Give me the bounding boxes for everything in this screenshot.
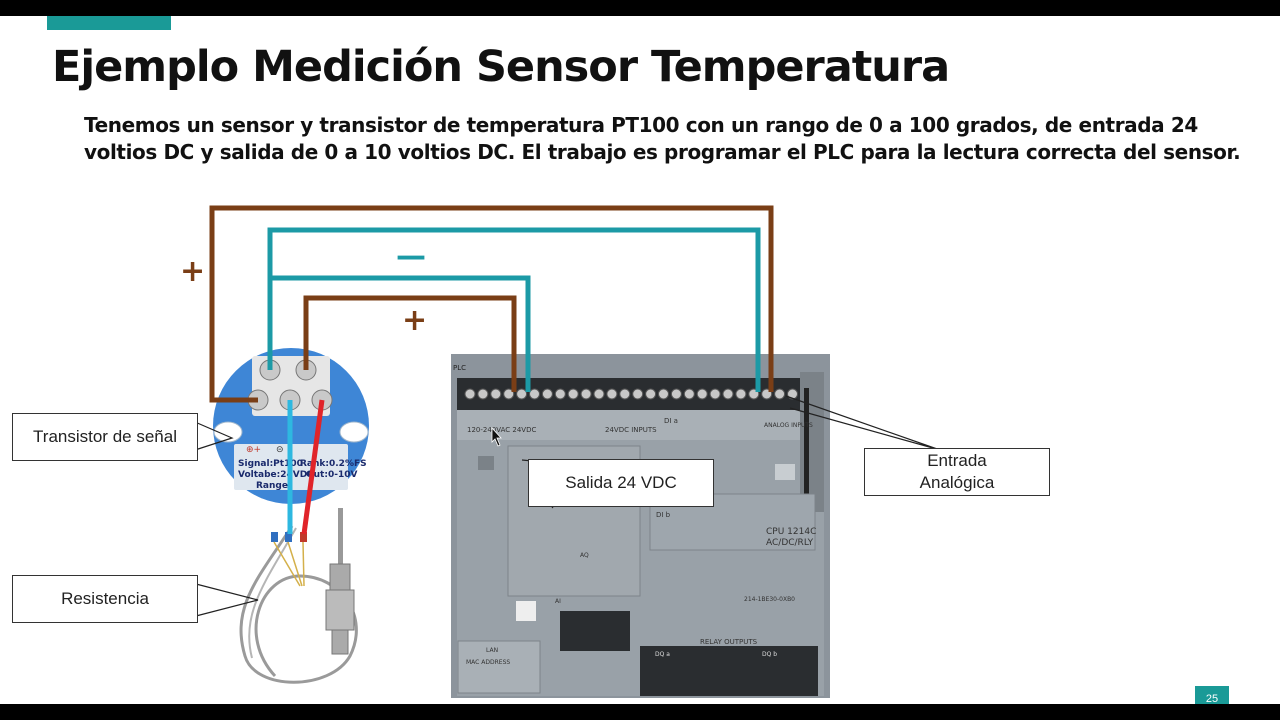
plc-label-inputs: 24VDC INPUTS (605, 426, 657, 434)
plc-label-mac: MAC ADDRESS (466, 659, 510, 666)
probe-wire-red (301, 399, 325, 535)
plc-label-cpu: CPU 1214C (766, 527, 816, 537)
transmitter-module: ⊕+ ⊝ Signal:Pt100 Voltabe:24VDC Range: R… (213, 348, 369, 504)
transmitter-terminal-minus: ⊝ (276, 445, 284, 455)
plc-screw-terminal (735, 388, 747, 400)
plc-screw-terminal (696, 388, 708, 400)
plc-label-dq-b: DQ b (762, 651, 777, 658)
page-number: 25 (1195, 686, 1229, 704)
plc-screw-terminal (722, 388, 734, 400)
transmitter-output-text: Out:0-10V (306, 470, 357, 480)
plc-screw-terminal (606, 388, 618, 400)
pt100-probe (239, 508, 358, 684)
plc-screw-terminal (632, 388, 644, 400)
callout-transmitter-text: Transistor de señal (33, 427, 177, 446)
wire-teal-outer (267, 227, 761, 392)
plc-screw-terminal (683, 388, 695, 400)
plc-label-di-a: DI a (664, 417, 678, 425)
plc-screw-terminal (541, 388, 553, 400)
plc-screw-terminal (503, 388, 515, 400)
plc-screw-terminal (516, 388, 528, 400)
plc-screw-terminal (645, 388, 657, 400)
plc-module: PLC 24VDC INPUTS DI a ANALOG INPUTS 120-… (451, 354, 830, 698)
callout-output: Salida 24 VDC (528, 459, 714, 507)
plc-label-part: 214-1BE30-0XB0 (744, 596, 795, 603)
transmitter-terminal-plus: ⊕+ (246, 445, 261, 455)
plus-sign-outer: + (180, 254, 205, 289)
plc-label-ai: AI (555, 598, 561, 605)
plc-screw-terminal (464, 388, 476, 400)
plc-screw-terminal (658, 388, 669, 400)
minus-sign: — (396, 239, 426, 274)
plc-label-lan: LAN (486, 647, 498, 654)
plc-screw-terminal (490, 388, 502, 400)
plus-sign-inner: + (402, 303, 427, 338)
plc-screw-terminal (477, 388, 489, 400)
callout-transmitter: Transistor de señal (12, 413, 198, 461)
plc-screw-terminal (567, 388, 579, 400)
slide-title: Ejemplo Medición Sensor Temperatura (52, 42, 950, 92)
plc-screw-terminal (619, 388, 631, 400)
transmitter-range-text: Range: (256, 481, 292, 491)
wire-brown-outer (209, 205, 774, 403)
callout-analog-text: Entrada Analógica (919, 451, 995, 492)
plc-label-analog: ANALOG INPUTS (764, 422, 813, 429)
transmitter-voltage-text: Voltabe:24VDC (238, 470, 314, 480)
wiring (209, 205, 774, 403)
plc-label-aq: AQ (580, 552, 589, 559)
plc-screw-terminal (593, 388, 605, 400)
mouse-cursor-icon (491, 426, 502, 447)
wiring-diagram: PLC 24VDC INPUTS DI a ANALOG INPUTS 120-… (180, 205, 941, 698)
callout-resistance: Resistencia (12, 575, 198, 623)
slide-description: Tenemos un sensor y transistor de temper… (84, 113, 1241, 164)
plc-label-dq-a: DQ a (655, 651, 670, 658)
plc-screw-terminal (709, 388, 721, 400)
wire-brown-inner (303, 295, 517, 392)
plc-screw-terminal (787, 388, 798, 400)
accent-bar (47, 16, 171, 30)
plc-label-relay: RELAY OUTPUTS (700, 638, 758, 646)
wire-teal-inner (270, 275, 531, 392)
plc-label-cpu-type: AC/DC/RLY (766, 538, 814, 548)
plc-screw-terminal (554, 388, 566, 400)
plc-label-supply: 120-240VAC 24VDC (467, 426, 536, 434)
slide: Ejemplo Medición Sensor Temperatura Tene… (0, 16, 1280, 704)
plc-corner-label: PLC (453, 364, 466, 372)
plc-screw-terminal (774, 388, 786, 400)
callout-resistance-text: Resistencia (61, 589, 149, 608)
plc-screw-terminal (529, 388, 540, 400)
callout-analog: Entrada Analógica (864, 448, 1050, 496)
plc-screw-terminal (580, 388, 592, 400)
plc-screw-terminal (670, 388, 682, 400)
plc-label-di-b: DI b (656, 511, 671, 519)
callout-output-text: Salida 24 VDC (565, 473, 677, 492)
transmitter-signal-text: Signal:Pt100 (238, 459, 303, 469)
transmitter-rank-text: Rank:0.2%FS (300, 459, 367, 469)
